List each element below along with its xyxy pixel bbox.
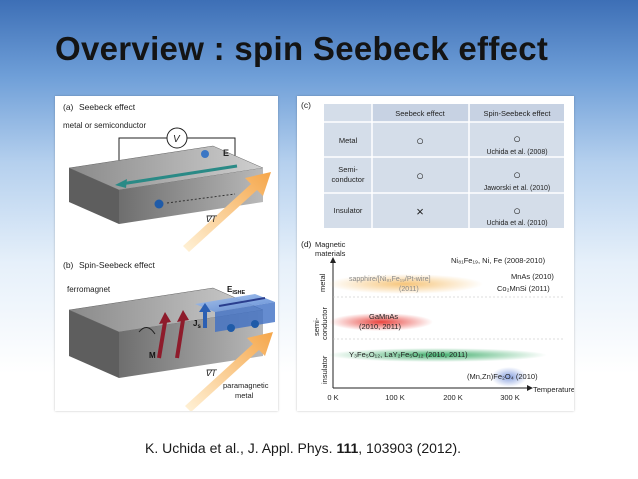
category-insulator: insulator [320, 355, 329, 384]
field-a-arrow [120, 164, 238, 186]
table-row-label-semi-2: conductor [332, 175, 365, 184]
panel-a-material: metal or semiconductor [63, 121, 146, 130]
xtick-300: 300 K [500, 393, 520, 402]
field-a-label: E [223, 148, 229, 158]
table-row-label-insulator: Insulator [334, 206, 363, 215]
voltmeter-icon [166, 127, 188, 149]
entry-sapphire: sapphire/[Ni₈₁Fe₁₉/Pt-wire] [349, 276, 431, 283]
panel-d-ylabel-1: Magnetic [315, 240, 346, 249]
panel-b-label: (b) [63, 260, 74, 270]
entry-nife: Ni₈₁Fe₁₉, Ni, Fe (2008-2010) [451, 256, 546, 265]
magnetization-label: M [149, 351, 156, 360]
panel-b-heading: Spin-Seebeck effect [79, 260, 156, 270]
spin-current-label: Js [193, 319, 201, 330]
electron-a2 [154, 199, 164, 209]
figure-ab-svg: (a) Seebeck effect metal or semiconducto… [63, 102, 275, 412]
entry-sapphire-year: (2011) [399, 286, 419, 293]
xtick-200: 200 K [443, 393, 463, 402]
citation-suffix: , 103903 (2012). [358, 440, 462, 456]
table-ref-insulator: Uchida et al. (2010) [486, 220, 547, 227]
panel-d-label: (d) [301, 239, 312, 249]
table-row-label-semi-1: Semi- [338, 165, 358, 174]
band-mnzn [491, 367, 527, 387]
table-cell-semi-spin: ○ [513, 167, 521, 182]
citation: K. Uchida et al., J. Appl. Phys. 111, 10… [145, 440, 461, 456]
magnetization-arrow-2 [175, 319, 185, 359]
table-header-seebeck: Seebeck effect [395, 109, 445, 118]
panel-d-xlabel: Temperature [533, 385, 574, 394]
spin-2 [251, 320, 259, 328]
table-cell-insulator-spin: ○ [513, 203, 521, 218]
table-ref-metal: Uchida et al. (2008) [486, 149, 547, 156]
contact-label-1: paramagnetic [223, 381, 269, 390]
block-a-front [119, 168, 263, 224]
gradient-b-arrow [185, 332, 273, 412]
voltmeter-label: V [173, 134, 181, 145]
band-yig [327, 348, 547, 362]
panel-d-ylabel-2: materials [315, 249, 346, 258]
table-cell-semi-seebeck: ○ [416, 168, 424, 183]
panel-a-label: (a) [63, 102, 74, 112]
field-a-arrowhead [115, 179, 127, 188]
ishe-arrow [218, 297, 266, 307]
citation-prefix: K. Uchida et al., J. Appl. Phys. [145, 440, 337, 456]
gradient-a-label: ∇T [205, 214, 218, 224]
gradient-b-label: ∇T [205, 368, 218, 378]
ishe-label: EISHE [227, 285, 246, 296]
panel-b-material: ferromagnet [67, 285, 111, 294]
spin-current-arrowhead [199, 303, 211, 312]
precession-arc [138, 327, 156, 335]
table-cell-metal-seebeck: ○ [416, 133, 424, 148]
block-b-side [69, 310, 119, 378]
entry-mnas: MnAs (2010) [511, 272, 554, 281]
table-background [324, 104, 564, 228]
table-cell-insulator-seebeck: × [416, 204, 424, 219]
citation-volume: 111 [336, 440, 359, 456]
block-a-side [69, 168, 119, 224]
table-cell-metal-spin: ○ [513, 131, 521, 146]
table-header-spin-seebeck: Spin-Seebeck effect [484, 109, 552, 118]
panel-c-label: (c) [301, 100, 311, 110]
slide-title: Overview : spin Seebeck effect [55, 30, 549, 67]
spin-1 [227, 324, 235, 332]
entry-yig: Y₃Fe₅O₁₂, LaY₂Fe₅O₁₂ (2010, 2011) [349, 350, 468, 359]
flow-a [166, 193, 236, 204]
band-gamnas [329, 313, 433, 331]
magnetization-arrow-1 [157, 321, 167, 359]
contact-label-2: metal [235, 391, 254, 400]
band-sapphire [327, 274, 483, 294]
figure-panel-ab: (a) Seebeck effect metal or semiconducto… [55, 96, 278, 412]
entry-co2mnsi: Co₂MnSi (2011) [497, 284, 550, 293]
figure-panel-cd: (c) Seebeck effect Spin-Seebeck effect M… [297, 96, 575, 411]
wire-right [187, 137, 236, 162]
xtick-100: 100 K [385, 393, 405, 402]
table-header-1-bg [372, 104, 469, 122]
table-header-2-bg [470, 104, 564, 122]
table-row-label-metal: Metal [339, 136, 358, 145]
category-semi-2: conductor [320, 307, 329, 340]
gradient-a-arrow [183, 172, 271, 252]
electron-a1 [201, 150, 209, 158]
entry-gamnas-year: (2010, 2011) [359, 322, 401, 331]
panel-a-heading: Seebeck effect [79, 102, 136, 112]
category-semi-1: semi- [312, 317, 321, 336]
entry-gamnas: GaMnAs [369, 312, 398, 321]
magnetization-arrowhead-2 [177, 310, 189, 322]
category-metal: metal [318, 273, 327, 292]
entry-mnzn: (Mn,Zn)Fe₂O₄ (2010) [467, 372, 538, 381]
xtick-0: 0 K [327, 393, 338, 402]
table-ref-semi: Jaworski et al. (2010) [484, 185, 551, 192]
magnetization-arrowhead-1 [159, 312, 171, 324]
figure-cd-svg: (c) Seebeck effect Spin-Seebeck effect M… [301, 100, 575, 402]
